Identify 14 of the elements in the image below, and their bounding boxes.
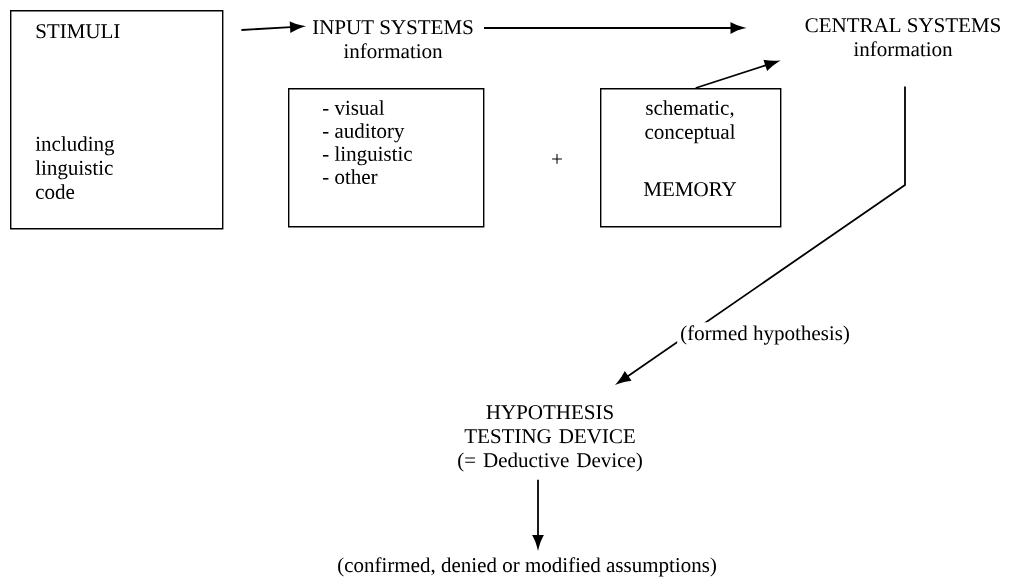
heading-text: INPUT SYSTEMS information <box>312 20 473 59</box>
edge-label: (formed hypothesis) <box>677 322 853 348</box>
arrow <box>483 22 744 34</box>
device-text: HYPOTHESIS TESTING DEVICE (= Deductive Device) <box>458 405 642 472</box>
plus-sign: + <box>552 154 562 164</box>
heading-text: CENTRAL SYSTEMS information <box>805 18 1000 57</box>
arrow <box>694 60 778 89</box>
memory-box: schematic, conceptual MEMORY <box>600 88 782 228</box>
result-text: (confirmed, denied or modified assumptions) <box>338 557 716 577</box>
arrow <box>240 21 304 33</box>
list-box: - visual - auditory - linguistic - other <box>288 88 485 228</box>
arrow <box>617 85 906 384</box>
stimuli-box: STIMULI including linguistic code <box>10 10 224 230</box>
arrow <box>532 478 544 549</box>
